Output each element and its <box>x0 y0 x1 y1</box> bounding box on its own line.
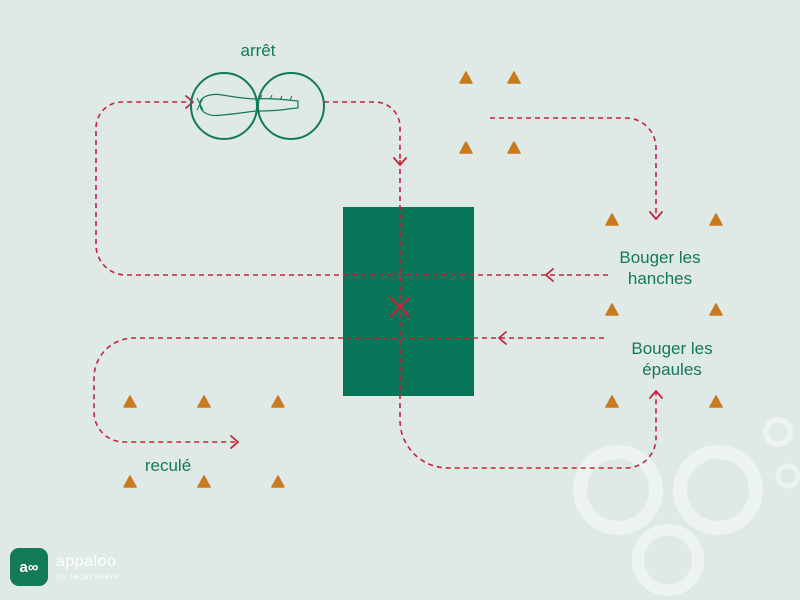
route-segment <box>95 101 564 276</box>
cone-icon <box>605 395 619 408</box>
logo-glyph: a∞ <box>19 558 39 576</box>
cone-icon <box>709 395 723 408</box>
route-segment <box>490 117 657 218</box>
horse-icon <box>190 72 325 140</box>
arrowhead-icons <box>185 95 663 449</box>
cone-icon <box>709 213 723 226</box>
cone-icon <box>197 395 211 408</box>
arrowhead-icon <box>185 95 194 109</box>
cone-icon <box>459 71 473 84</box>
backup-label: reculé <box>144 456 192 475</box>
route-segment <box>399 160 657 469</box>
arrowhead-icon <box>649 211 663 220</box>
route-segment <box>93 337 604 443</box>
hips-label-line1: Bouger les <box>619 248 701 267</box>
arrowhead-icon <box>545 268 554 282</box>
cone-icon <box>605 213 619 226</box>
arrowhead-icon <box>649 390 663 399</box>
cone-icon <box>123 475 137 488</box>
cone-icon <box>459 141 473 154</box>
stop-label: arrêt <box>240 41 276 60</box>
shoulders-label-line2: épaules <box>642 360 702 379</box>
cone-icon <box>271 475 285 488</box>
rings-decoration <box>573 417 800 596</box>
arrowhead-icon <box>393 157 407 166</box>
cones-group <box>123 71 723 488</box>
arrowhead-icon <box>230 435 239 449</box>
arena-block <box>343 207 474 396</box>
cone-icon <box>197 475 211 488</box>
route-paths <box>93 101 657 469</box>
x-mark-icon <box>389 296 411 318</box>
brand-name: appaloo <box>56 553 117 570</box>
cone-icon <box>709 303 723 316</box>
route-segment <box>324 101 401 160</box>
brand-logo: a∞ <box>10 548 48 586</box>
shoulders-label-line1: Bouger les <box>631 339 713 358</box>
arrowhead-icon <box>498 331 507 345</box>
cone-icon <box>123 395 137 408</box>
brand-tagline: by lacavalière <box>57 572 120 581</box>
hips-label-line2: hanches <box>627 269 693 288</box>
cone-icon <box>507 71 521 84</box>
cone-icon <box>605 303 619 316</box>
cone-icon <box>507 141 521 154</box>
cone-icon <box>271 395 285 408</box>
